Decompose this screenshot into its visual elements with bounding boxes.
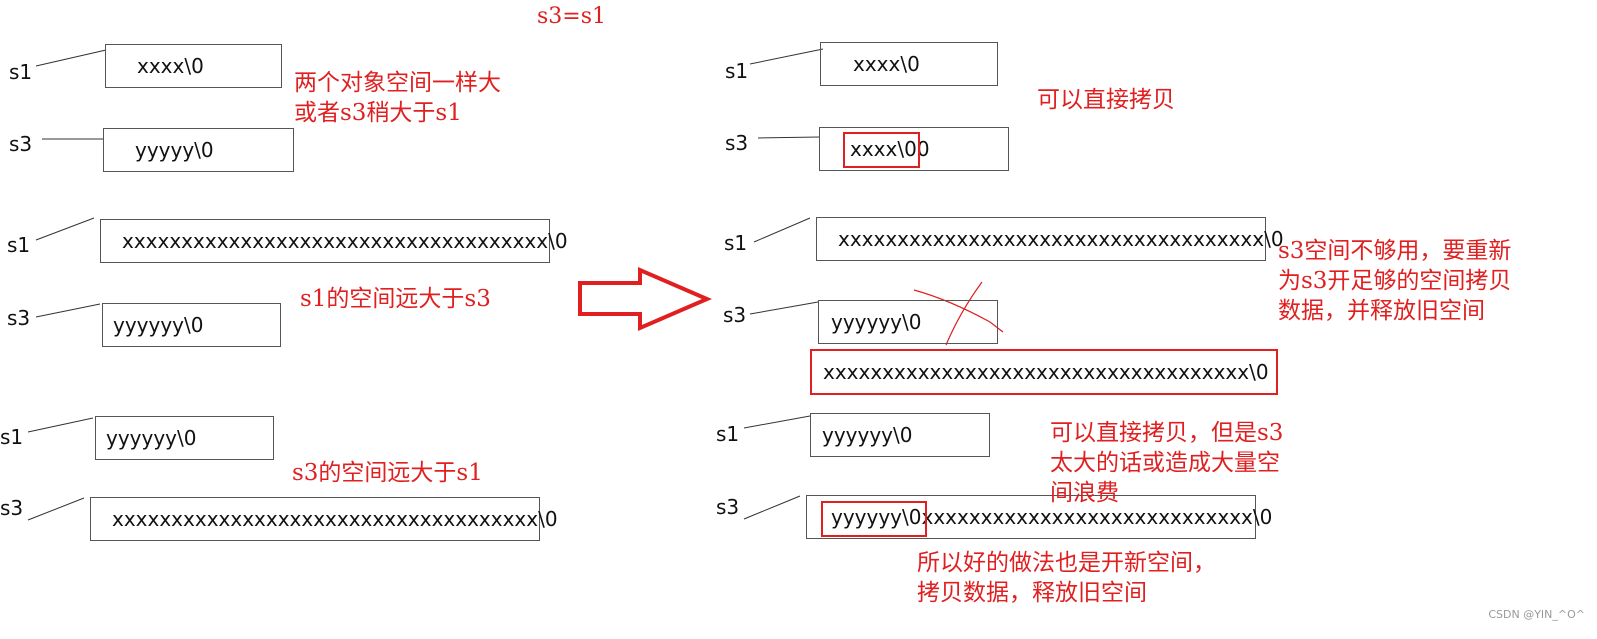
memory-box: yyyyyy\0 xxxxxxxxxxxxxxxxxxxxxxxxxxxx\0: [806, 495, 1272, 539]
box-value: yyyyyy\0: [831, 505, 922, 529]
memory-box: xxxxxxxxxxxxxxxxxxxxxxxxxxxxxxxxxxxx\0: [816, 217, 1284, 261]
label-s1: s1: [724, 231, 748, 255]
box-value: yyyyy\0: [135, 138, 214, 162]
memory-box: xxxx\0 0: [819, 127, 1009, 171]
label-s3: s3: [9, 132, 33, 156]
label-s1: s1: [7, 233, 31, 257]
note-line: 太大的话或造成大量空: [1050, 450, 1280, 476]
note-line: 间浪费: [1050, 480, 1119, 506]
note-line: 可以直接拷贝，但是s3: [1050, 420, 1284, 446]
memory-box: yyyyyy\0: [810, 413, 990, 457]
note-line: s3空间不够用，要重新: [1278, 238, 1512, 264]
memory-box: yyyyyy\0: [102, 303, 281, 347]
note: 可以直接拷贝，但是s3 太大的话或造成大量空 间浪费: [1050, 418, 1283, 508]
note: 所以好的做法也是开新空间， 拷贝数据，释放旧空间: [917, 548, 1216, 608]
note-line: 拷贝数据，释放旧空间: [917, 580, 1147, 606]
highlight-box: [843, 132, 920, 168]
box-value: xxxx\0: [137, 54, 204, 78]
note: 可以直接拷贝: [1037, 87, 1175, 113]
memory-box: yyyyyy\0: [95, 416, 274, 460]
label-s3: s3: [725, 131, 749, 155]
note: 两个对象空间一样大 或者s3稍大于s1: [294, 68, 501, 128]
label-s1: s1: [0, 425, 24, 449]
note-line: 为s3开足够的空间拷贝: [1278, 268, 1512, 294]
memory-box: xxxx\0: [820, 42, 998, 86]
note-line: 所以好的做法也是开新空间，: [917, 550, 1216, 576]
box-value: yyyyyy\0: [831, 310, 922, 334]
box-value: xxxxxxxxxxxxxxxxxxxxxxxxxxxxxxxxxxxx\0: [838, 227, 1284, 251]
box-value: xxxx\0: [853, 52, 920, 76]
memory-box: xxxx\0: [105, 44, 282, 88]
label-s3: s3: [716, 495, 740, 519]
label-s1: s1: [725, 59, 749, 83]
label-s1: s1: [716, 422, 740, 446]
box-value: yyyyyy\0: [822, 423, 913, 447]
note: s3空间不够用，要重新 为s3开足够的空间拷贝 数据，并释放旧空间: [1278, 236, 1511, 326]
box-value: yyyyyy\0: [106, 426, 197, 450]
highlight-box: [821, 501, 927, 537]
box-value: xxxxxxxxxxxxxxxxxxxxxxxxxxxxxxxxxxxx\0: [823, 360, 1269, 384]
note: s1的空间远大于s3: [300, 286, 491, 312]
watermark: CSDN @YIN_^O^: [1488, 608, 1585, 621]
memory-box: yyyyy\0: [103, 128, 294, 172]
label-s3: s3: [723, 303, 747, 327]
label-s1: s1: [9, 60, 33, 84]
label-s3: s3: [0, 496, 24, 520]
box-value: xxxxxxxxxxxxxxxxxxxxxxxxxxxxxxxxxxxx\0: [122, 229, 568, 253]
memory-box: xxxxxxxxxxxxxxxxxxxxxxxxxxxxxxxxxxxx\0: [100, 219, 568, 263]
label-s3: s3: [7, 306, 31, 330]
note-line: 数据，并释放旧空间: [1278, 298, 1485, 324]
note-line: 两个对象空间一样大: [294, 70, 501, 96]
new-memory-box: xxxxxxxxxxxxxxxxxxxxxxxxxxxxxxxxxxxx\0: [810, 349, 1278, 395]
box-value: xxxxxxxxxxxxxxxxxxxxxxxxxxxxxxxxxxxx\0: [112, 507, 558, 531]
note-line: 或者s3稍大于s1: [294, 100, 462, 126]
box-value-tail: xxxxxxxxxxxxxxxxxxxxxxxxxxxx\0: [921, 505, 1273, 529]
box-value: xxxx\0: [850, 137, 917, 161]
box-value: yyyyyy\0: [113, 313, 204, 337]
memory-box: xxxxxxxxxxxxxxxxxxxxxxxxxxxxxxxxxxxx\0: [90, 497, 558, 541]
page-title: s3=s1: [537, 4, 607, 29]
note: s3的空间远大于s1: [292, 460, 483, 486]
memory-box: yyyyyy\0: [818, 300, 998, 344]
